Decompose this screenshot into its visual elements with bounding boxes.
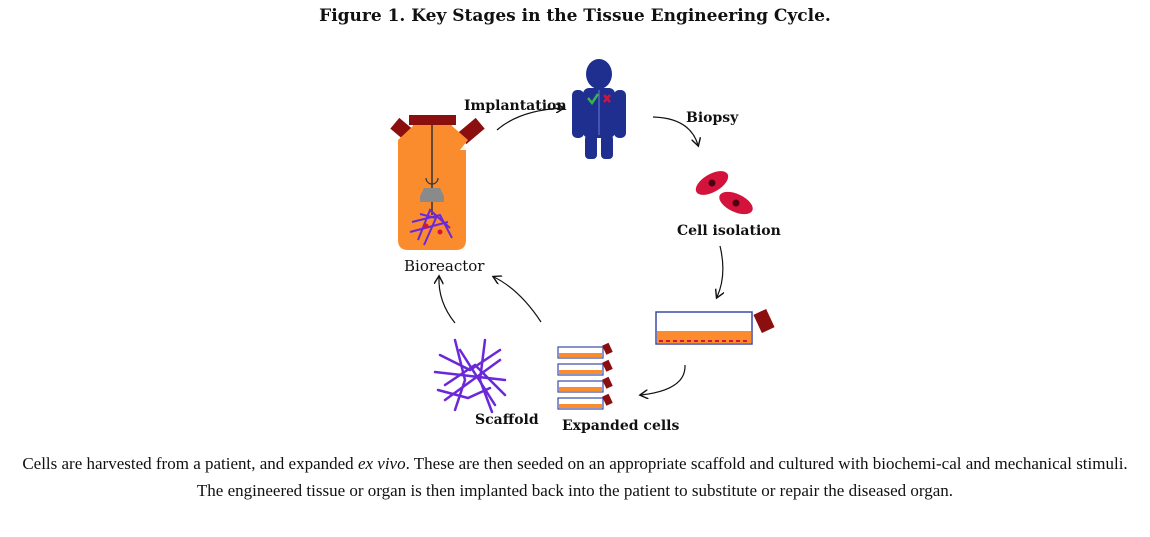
label-implantation: Implantation xyxy=(464,98,567,114)
scaffold-icon xyxy=(433,338,507,414)
isolated-cells-icon xyxy=(695,171,753,215)
culture-flask-icon xyxy=(655,308,775,345)
patient-icon xyxy=(572,59,626,159)
arrow-cell-isolation xyxy=(717,245,723,297)
expanded-cells-flasks-icon xyxy=(557,342,613,410)
arrow-implantation xyxy=(496,108,563,131)
label-biopsy: Biopsy xyxy=(686,110,739,126)
label-expanded-cells: Expanded cells xyxy=(562,418,680,434)
caption-part2: . These are then seeded on an appropriat… xyxy=(196,454,1128,500)
checkmark-icon xyxy=(587,93,600,106)
label-cell-isolation: Cell isolation xyxy=(677,223,781,239)
label-bioreactor: Bioreactor xyxy=(404,257,485,275)
arrow-scaffold-to-bioreactor xyxy=(439,277,456,324)
arrow-expanded-to-bioreactor xyxy=(494,277,542,323)
label-scaffold: Scaffold xyxy=(475,412,539,428)
arrow-flask-to-expanded xyxy=(641,364,686,395)
arrow-biopsy xyxy=(652,116,698,145)
figure-caption: Cells are harvested from a patient, and … xyxy=(8,450,1142,504)
figure-title: Figure 1. Key Stages in the Tissue Engin… xyxy=(319,6,831,26)
bioreactor-icon xyxy=(390,115,485,250)
cross-icon xyxy=(603,94,611,103)
caption-italic: ex vivo xyxy=(357,454,406,473)
caption-part1: Cells are harvested from a patient, and … xyxy=(22,454,358,473)
